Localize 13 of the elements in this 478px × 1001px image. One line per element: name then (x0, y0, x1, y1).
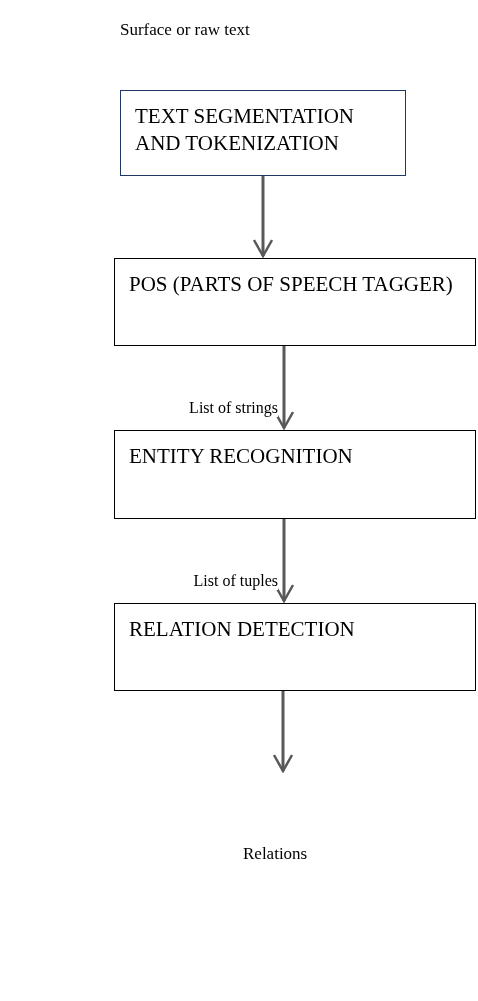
edge-label: List of tuples (193, 572, 278, 590)
edge-label: List of strings (189, 399, 278, 417)
process-box (114, 258, 476, 346)
process-box (114, 603, 476, 691)
box-text: RELATION DETECTION (129, 616, 356, 643)
arrow (252, 176, 274, 258)
box-text: TEXT SEGMENTATION AND TOKENIZATION (135, 103, 355, 158)
arrow (272, 691, 294, 773)
input-label: Surface or raw text (120, 20, 250, 40)
box-text: ENTITY RECOGNITION (129, 443, 354, 470)
box-text: POS (PARTS OF SPEECH TAGGER) (129, 271, 454, 298)
process-box (114, 430, 476, 519)
process-box (120, 90, 406, 176)
